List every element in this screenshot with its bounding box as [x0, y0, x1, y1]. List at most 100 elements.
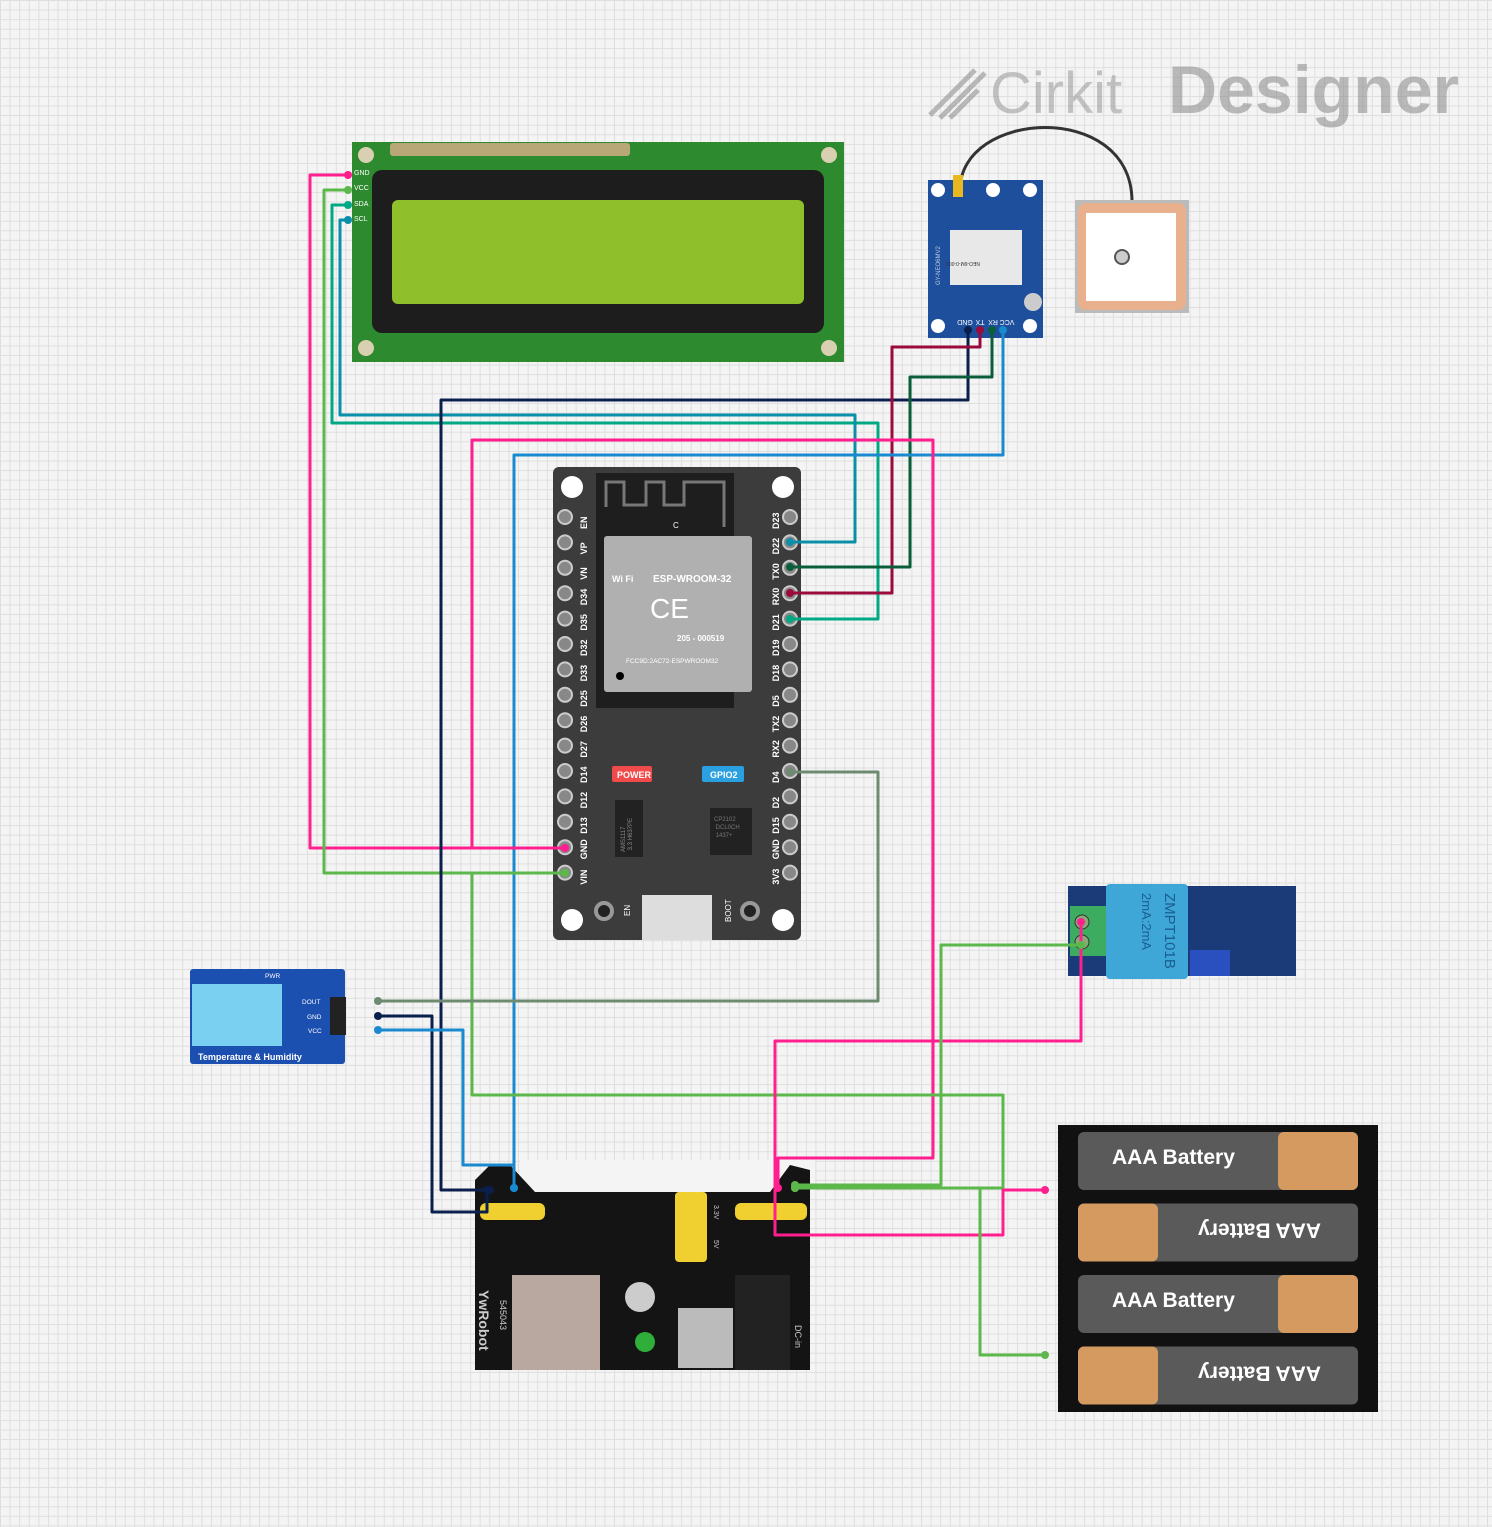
cirkit-designer-logo: Cirkit Designer: [928, 52, 1459, 128]
esp32-pin-d34[interactable]: [557, 585, 573, 602]
esp32-pin-label: D33: [579, 665, 589, 682]
lcd-pin-gnd[interactable]: GND: [354, 170, 370, 177]
esp32-pin-label: D13: [579, 817, 589, 834]
esp32-pin-d15[interactable]: [782, 813, 798, 830]
esp32-pin-d26[interactable]: [557, 712, 573, 729]
svg-text:YwRobot: YwRobot: [476, 1290, 492, 1351]
esp32-pin-label: D5: [771, 695, 781, 707]
wire[interactable]: [470, 438, 935, 1188]
wires: [308, 171, 1085, 1359]
wire[interactable]: [790, 330, 982, 595]
esp32-pin-label: D35: [579, 614, 589, 631]
esp32-pin-label: D14: [579, 766, 589, 783]
esp32-pin-rx2[interactable]: [782, 737, 798, 754]
esp32-pin-d13[interactable]: [557, 813, 573, 830]
wire[interactable]: [308, 173, 565, 850]
svg-text:Designer: Designer: [1168, 52, 1459, 128]
wire-endpoint: [374, 1026, 382, 1034]
aaa-battery[interactable]: AAA Battery: [1078, 1203, 1358, 1262]
esp32-pin-tx2[interactable]: [782, 712, 798, 729]
wire[interactable]: [322, 188, 565, 875]
aaa-battery[interactable]: AAA Battery: [1078, 1346, 1358, 1405]
wire[interactable]: [330, 203, 880, 621]
wire[interactable]: [378, 770, 880, 1003]
micro-usb-port[interactable]: [642, 895, 712, 940]
power-switch[interactable]: [678, 1308, 733, 1368]
gps-pin-gnd[interactable]: GND: [957, 318, 973, 325]
gps-pin-vcc[interactable]: VCC: [1000, 318, 1015, 325]
dht11-sensor[interactable]: DOUT GND VCC PWR Temperature & Humidity: [190, 969, 346, 1064]
esp32-pin-d23[interactable]: [782, 509, 798, 525]
esp32-pin-d18[interactable]: [782, 661, 798, 678]
esp32-pin-label: D21: [771, 614, 781, 631]
svg-text:VCC: VCC: [308, 1028, 322, 1035]
aaa-battery[interactable]: AAA Battery: [1078, 1275, 1358, 1333]
wire-endpoint: [344, 201, 352, 209]
svg-text:GND: GND: [307, 1014, 322, 1021]
wire[interactable]: [790, 330, 994, 569]
lcd-pin-vcc[interactable]: VCC: [354, 185, 369, 192]
wire[interactable]: [378, 1028, 516, 1188]
lcd-pin-scl[interactable]: SCL: [354, 216, 368, 223]
svg-text:BOOT: BOOT: [724, 899, 733, 922]
esp32-pin-label: D22: [771, 538, 781, 555]
usb-port: [512, 1275, 600, 1370]
esp32-pin-d32[interactable]: [557, 636, 573, 652]
zmpt101b-voltage-sensor[interactable]: ZMPT101B 2mA:2mA: [1068, 884, 1296, 979]
wire-endpoint: [561, 844, 569, 852]
esp32-pin-gnd[interactable]: [782, 839, 798, 856]
wire-endpoint: [786, 538, 794, 546]
breadboard-power-module[interactable]: YwRobot 545043 DC-in 3.3V 5V: [475, 1160, 815, 1370]
wire[interactable]: [512, 330, 1005, 1188]
esp32-pin-label: EN: [579, 516, 589, 529]
regulator-marking: AMS1117 3.3 H637PE: [621, 818, 634, 852]
esp32-pin-d33[interactable]: [557, 661, 573, 678]
esp32-pin-d12[interactable]: [557, 788, 573, 805]
esp32-pin-d2[interactable]: [782, 788, 798, 805]
svg-text:PWR: PWR: [265, 973, 280, 980]
svg-text:ESP-WROOM-32: ESP-WROOM-32: [653, 574, 732, 585]
wire-endpoint: [988, 326, 996, 334]
power-led: [635, 1332, 655, 1352]
battery-label: AAA Battery: [1198, 1219, 1321, 1242]
wire[interactable]: [795, 943, 1081, 1187]
lcd-pin-sda[interactable]: SDA: [354, 201, 369, 208]
wire[interactable]: [378, 1014, 489, 1214]
wire-endpoint: [344, 171, 352, 179]
wire-endpoint: [1077, 918, 1085, 926]
lcd-screen: [392, 200, 804, 304]
wire[interactable]: [773, 922, 1083, 1237]
wire-endpoint: [1041, 1186, 1049, 1194]
wire-endpoint: [1077, 941, 1085, 949]
esp32-pin-label: D18: [771, 665, 781, 682]
esp32-pin-vn[interactable]: [557, 559, 573, 576]
esp32-pin-d19[interactable]: [782, 636, 798, 652]
svg-text:Cirkit: Cirkit: [990, 61, 1122, 126]
wire-endpoint: [344, 186, 352, 194]
boot-button[interactable]: [740, 901, 760, 921]
esp32-pin-d14[interactable]: [557, 763, 573, 779]
en-button[interactable]: [594, 901, 614, 921]
wire[interactable]: [795, 1186, 1045, 1357]
wire-endpoint: [786, 563, 794, 571]
aaa-battery[interactable]: AAA Battery: [1078, 1132, 1358, 1190]
gpio2-led-label: [702, 766, 744, 782]
esp32-pin-vp[interactable]: [557, 534, 573, 551]
esp32-pin-en[interactable]: [557, 509, 573, 525]
wire-endpoint: [344, 216, 352, 224]
esp32-pin-d25[interactable]: [557, 686, 573, 703]
gps-module[interactable]: NEO-6M-0-001 GY-NEO6MV2 GND TX RX VCC: [928, 126, 1189, 339]
esp32-pin-d27[interactable]: [557, 737, 573, 754]
esp32-pin-label: D2: [771, 797, 781, 809]
esp32-pin-d5[interactable]: [782, 686, 798, 703]
esp32-board[interactable]: C Wi Fi ESP-WROOM-32 CE 205 - 000519 FCC…: [553, 467, 801, 940]
esp32-pin-3v3[interactable]: [782, 864, 798, 881]
gps-pin-tx[interactable]: TX: [975, 318, 984, 325]
esp32-pin-label: GND: [579, 839, 589, 860]
gps-pin-rx[interactable]: RX: [988, 318, 998, 325]
esp32-pin-d35[interactable]: [557, 610, 573, 627]
lcd-display[interactable]: GND VCC SDA SCL: [352, 142, 844, 362]
wire[interactable]: [338, 218, 857, 544]
